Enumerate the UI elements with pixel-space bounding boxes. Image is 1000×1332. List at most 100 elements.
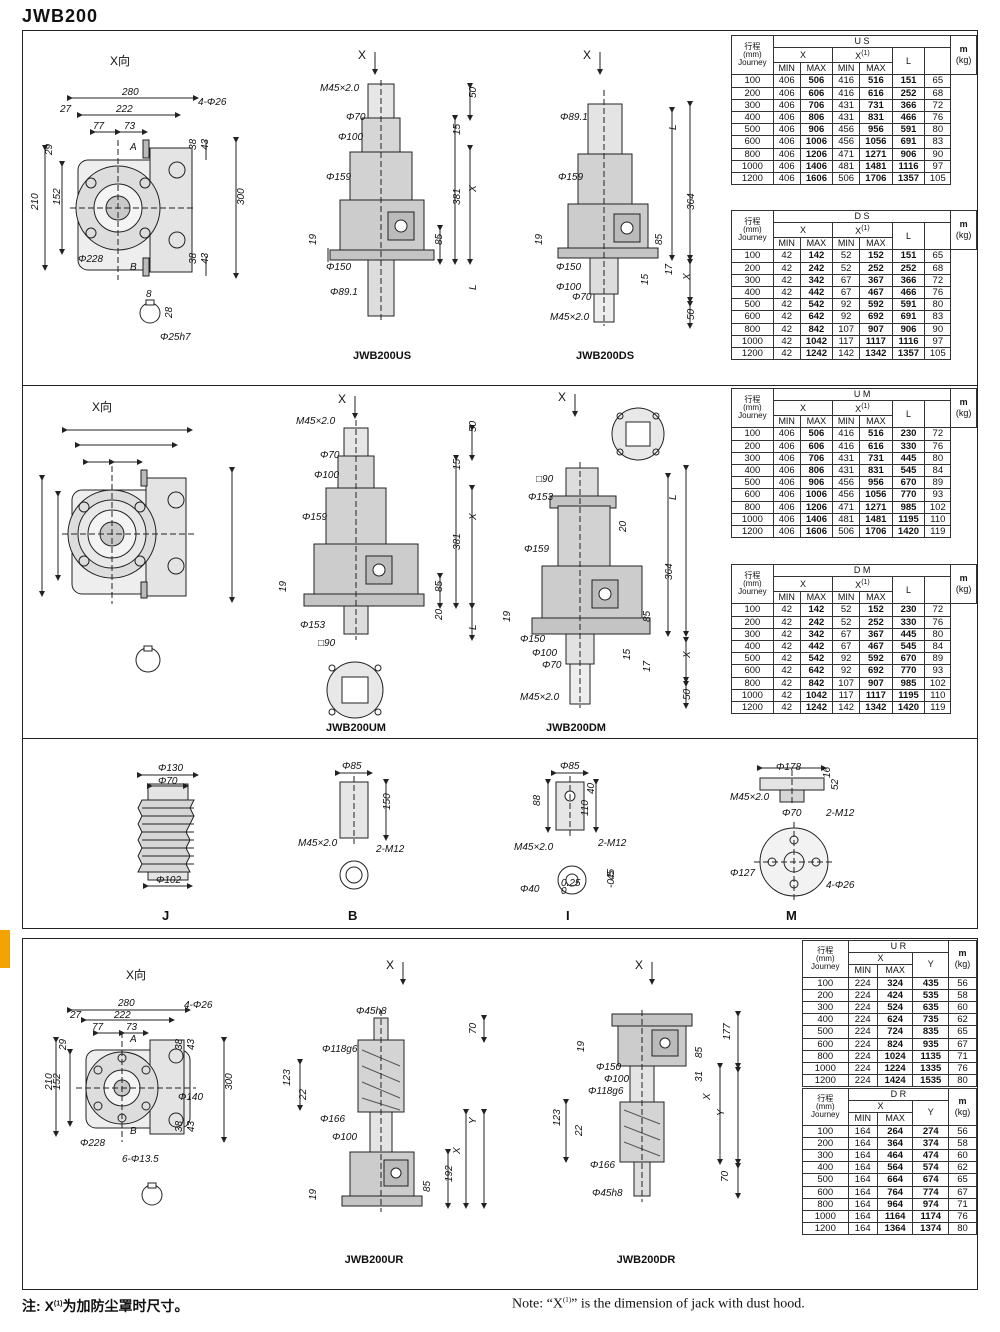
dimension-label-ur-top: 38	[174, 1038, 185, 1050]
table-cell: 1174	[912, 1209, 950, 1224]
table-cell: 83	[924, 310, 952, 324]
table-cell: 906	[799, 476, 834, 490]
x-header: X	[772, 576, 834, 593]
table-cell: 481	[832, 512, 861, 526]
dimension-label-dm: 85	[642, 610, 653, 622]
table-cell: 1406	[799, 512, 834, 526]
table-cell: 58	[948, 1136, 977, 1150]
table-cell: 545	[891, 463, 926, 478]
table-cell: 406	[772, 98, 801, 112]
note-chinese: 注: X(1)为加防尘罩时尺寸。	[22, 1296, 188, 1316]
table-cell: 592	[859, 652, 893, 666]
dimension-label-ds: Φ100	[556, 282, 581, 293]
table-cell: 906	[891, 322, 926, 336]
table-cell: 100	[731, 249, 774, 263]
dimension-label-ur: X	[452, 1147, 463, 1155]
table-cell: 692	[859, 664, 893, 678]
table-cell: 1535	[912, 1074, 950, 1088]
model-caption-us: JWB200US	[352, 350, 412, 362]
table-cell: 97	[924, 159, 952, 173]
dimension-label-ds: 364	[686, 193, 697, 210]
table-cell: 105	[924, 346, 952, 361]
table-cell: 1606	[799, 524, 834, 539]
dimension-label-ur-top: Φ228	[80, 1138, 105, 1149]
table-cell: 1056	[859, 135, 893, 149]
table-cell: 1200	[731, 524, 774, 539]
stroke-header-en: Journey	[738, 233, 767, 243]
table-cell: 456	[832, 135, 861, 149]
dimension-label-us: X	[468, 185, 479, 193]
table-cell: 431	[832, 110, 861, 125]
table-cell: 164	[847, 1197, 878, 1211]
table-cell: 1420	[891, 524, 926, 539]
table-cell: 831	[859, 463, 893, 478]
dimension-label-acc-i: 110	[580, 800, 591, 816]
table-cell: 964	[876, 1197, 914, 1211]
table-cell: 500	[731, 476, 774, 490]
dimension-label-top-view: 43	[200, 252, 211, 264]
dimension-label-acc-i: 0.25	[561, 878, 581, 889]
section-screw-jack-r	[22, 938, 978, 1290]
dimension-label-dr: Φ118g6	[588, 1086, 624, 1097]
stroke-header-en: Journey	[811, 961, 840, 971]
note-en-prefix: Note: “X	[512, 1296, 563, 1312]
l-header: L	[891, 576, 926, 605]
dimension-label-acc-b: 150	[382, 793, 393, 810]
dimension-label-um: 381	[452, 533, 463, 550]
table-cell: 456	[832, 476, 861, 490]
max-header: MAX	[859, 591, 893, 605]
table-cell: 800	[802, 1049, 849, 1063]
stroke-header-cn: 行程	[744, 217, 761, 227]
stroke-header-cn: 行程	[817, 945, 834, 955]
table-cell: 466	[891, 285, 926, 300]
table-cell: 731	[859, 98, 893, 112]
table-cell: 65	[924, 249, 952, 263]
table-cell: 606	[799, 439, 834, 453]
table-cell: 142	[799, 249, 834, 263]
dimension-label-ur-top: A	[129, 1034, 137, 1045]
dimension-label-us: Φ159	[326, 172, 351, 183]
dimension-label-dr: 19	[576, 1040, 587, 1052]
table-cell: 600	[731, 664, 774, 678]
table-cell: 164	[847, 1148, 878, 1163]
dimension-label-us: 381	[452, 188, 463, 205]
table-cell: 42	[772, 603, 801, 617]
table-cell: 985	[891, 676, 926, 690]
table-cell: 400	[731, 639, 774, 654]
accessory-label-j: J	[162, 908, 170, 923]
table-cell: 1195	[891, 688, 926, 702]
table-cell: 117	[832, 688, 861, 702]
table-cell: 516	[859, 427, 893, 441]
dimension-label-top-view: 4-Φ26	[198, 97, 227, 108]
dimension-label-acc-m: M45×2.0	[730, 792, 770, 803]
dimension-label-us: 85	[434, 233, 445, 245]
x1-sup: (1)	[861, 225, 870, 233]
x1-header: X(1)	[832, 576, 893, 593]
dimension-label-dr: 177	[722, 1023, 733, 1040]
table-cell: 764	[876, 1185, 914, 1199]
dimension-label-dr: Y	[716, 1108, 727, 1116]
mass-header-kg: (kg)	[954, 958, 971, 969]
table-cell: 431	[832, 463, 861, 478]
dimension-label-top-view: A	[129, 142, 137, 153]
dimension-label-top-view: 29	[44, 143, 55, 156]
table-cell: 65	[948, 1025, 977, 1039]
table-cell: 80	[924, 298, 952, 312]
mass-header-m: m	[958, 1095, 967, 1106]
table-cell: 42	[772, 652, 801, 666]
x1-sup: (1)	[861, 403, 870, 411]
table-cell: 1024	[876, 1049, 914, 1063]
dimension-label-dm: 50	[682, 688, 693, 700]
note-cn-x: X	[44, 1298, 54, 1314]
min-header: MIN	[832, 62, 861, 76]
top-view-um	[39, 427, 235, 673]
